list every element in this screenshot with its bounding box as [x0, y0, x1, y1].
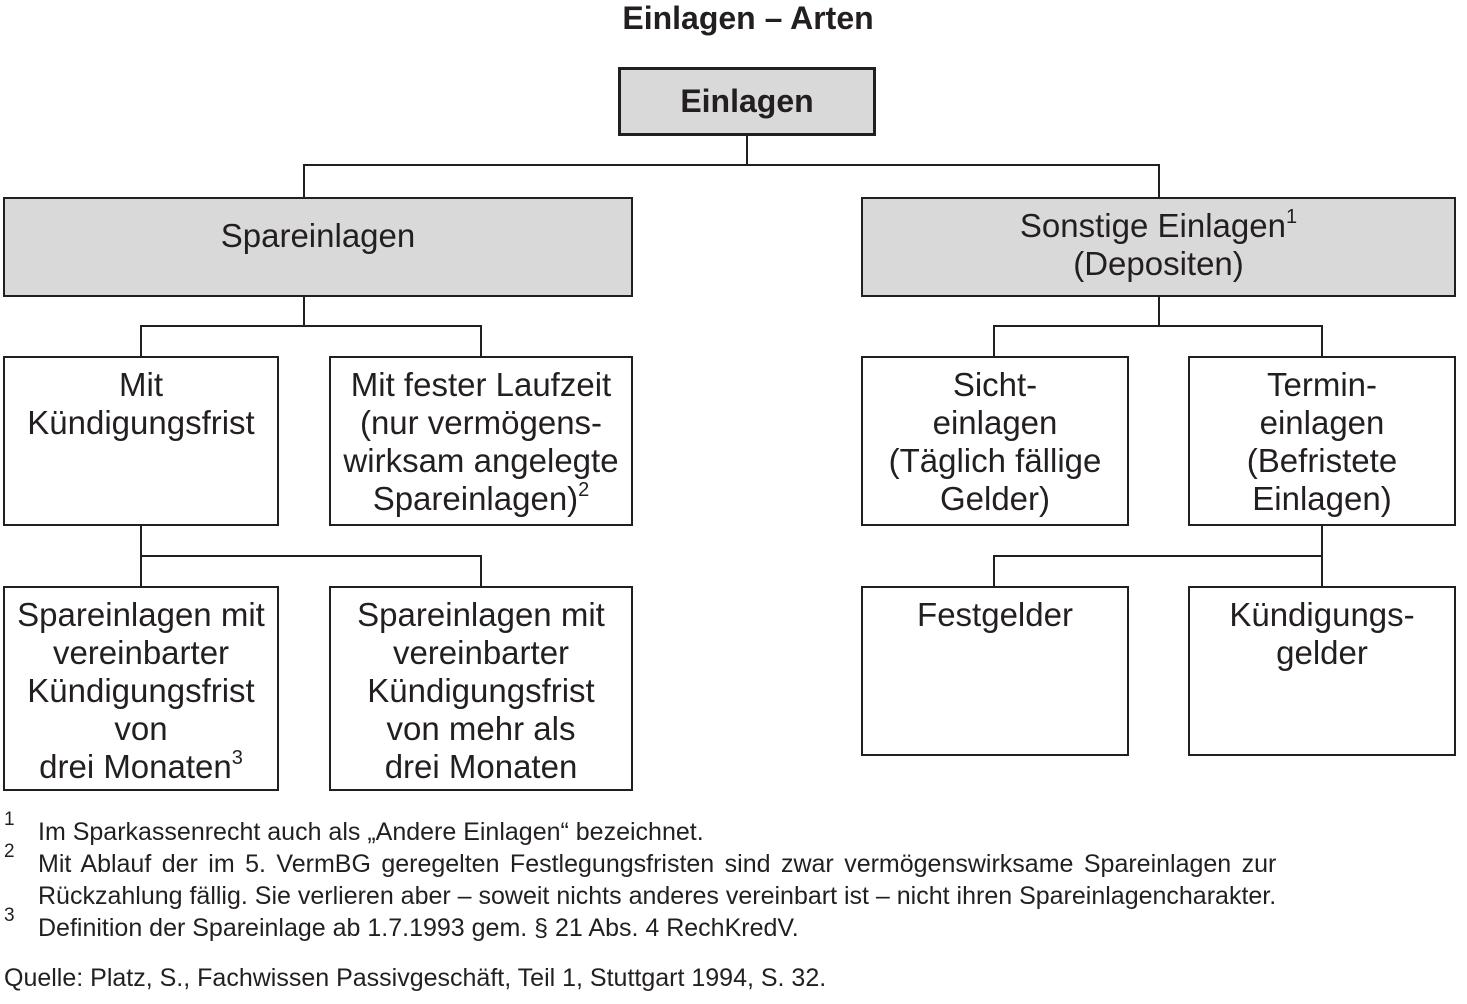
connector — [303, 164, 305, 198]
connector — [993, 325, 995, 357]
node-label: Spareinlagen — [220, 217, 416, 254]
connector — [993, 555, 995, 587]
node-label: gelder — [1276, 634, 1368, 671]
node-spareinlagen: Spareinlagen — [3, 197, 633, 297]
node-kuendigungsgelder: Kündigungs- gelder — [1188, 586, 1456, 756]
footnote-text: Mit Ablauf der im 5. VermBG geregelten F… — [38, 850, 1277, 878]
footnote-text: Im Sparkassenrecht auch als „Andere Einl… — [38, 818, 704, 846]
node-label: Kündigungsfrist — [27, 404, 255, 441]
footnote-number: 1 — [4, 809, 15, 830]
node-label: Einlagen — [680, 83, 814, 119]
node-label: Sicht- — [952, 366, 1038, 403]
node-label: Einlagen) — [1252, 480, 1392, 517]
node-label: Spareinlagen mit — [357, 596, 605, 633]
diagram-title: Einlagen – Arten — [622, 0, 874, 36]
node-mit-kuendigungsfrist: Mit Kündigungsfrist — [3, 356, 279, 526]
node-label: Spareinlagen mit — [17, 596, 265, 633]
footnote-ref: 1 — [1285, 206, 1298, 228]
node-label: Gelder) — [939, 480, 1051, 517]
node-mit-fester-laufzeit: Mit fester Laufzeit (nur vermögens- wirk… — [329, 356, 633, 526]
node-termineinlagen: Termin- einlagen (Befristete Einlagen) — [1188, 356, 1456, 526]
node-label: Festgelder — [917, 596, 1073, 633]
connector — [303, 296, 305, 327]
source-citation: Quelle: Platz, S., Fachwissen Passivgesc… — [4, 964, 827, 992]
node-label: Mit — [119, 366, 163, 403]
node-label: Mit fester Laufzeit — [350, 366, 612, 403]
node-sichteinlagen: Sicht- einlagen (Täglich fällige Gelder) — [861, 356, 1129, 526]
connector — [1321, 325, 1323, 357]
node-drei-monate: Spareinlagen mit vereinbarter Kündigungs… — [3, 586, 279, 791]
connector — [1158, 296, 1160, 327]
footnote-number: 3 — [4, 905, 15, 926]
node-label: wirksam angelegte — [343, 442, 619, 479]
connector — [140, 325, 482, 327]
footnote-ref: 2 — [578, 479, 590, 501]
node-label: vereinbarter — [392, 634, 570, 671]
node-label: (Depositen) — [1073, 245, 1244, 282]
connector — [140, 555, 482, 557]
label-text: Sonstige Einlagen — [1019, 207, 1286, 244]
node-label: Sonstige Einlagen1 — [863, 207, 1454, 245]
label-text: Spareinlagen) — [372, 480, 579, 517]
label-text: drei Monaten — [39, 748, 232, 785]
node-label: von — [114, 710, 168, 747]
node-label: Termin- — [1266, 366, 1377, 403]
node-label: Spareinlagen)2 — [331, 480, 631, 518]
connector — [993, 555, 1323, 557]
node-label: (Befristete — [1246, 442, 1398, 479]
node-festgelder: Festgelder — [861, 586, 1129, 756]
node-sonstige-einlagen: Sonstige Einlagen1 (Depositen) — [861, 197, 1456, 297]
node-label: einlagen — [1259, 404, 1385, 441]
footnote-text: Definition der Spareinlage ab 1.7.1993 g… — [38, 914, 799, 942]
footnote-text: Rückzahlung fällig. Sie verlieren aber –… — [38, 882, 1277, 910]
node-label: von mehr als — [386, 710, 576, 747]
node-label: drei Monaten — [384, 748, 578, 785]
connector — [303, 164, 1160, 166]
node-label: Kündigungsfrist — [367, 672, 595, 709]
node-label: vereinbarter — [52, 634, 230, 671]
connector — [1158, 164, 1160, 198]
connector — [480, 555, 482, 587]
footnote-ref: 3 — [231, 747, 243, 769]
node-einlagen: Einlagen — [618, 67, 876, 136]
node-mehr-als-drei-monate: Spareinlagen mit vereinbarter Kündigungs… — [329, 586, 633, 791]
connector — [993, 325, 1323, 327]
connector — [480, 325, 482, 357]
node-label: Kündigungsfrist — [27, 672, 255, 709]
connector — [746, 135, 748, 166]
node-label: drei Monaten3 — [5, 748, 277, 786]
node-label: (Täglich fällige — [888, 442, 1102, 479]
footnote-number: 2 — [4, 841, 15, 862]
node-label: (nur vermögens- — [359, 404, 603, 441]
node-label: Kündigungs- — [1229, 596, 1415, 633]
connector — [140, 325, 142, 357]
node-label: einlagen — [932, 404, 1058, 441]
